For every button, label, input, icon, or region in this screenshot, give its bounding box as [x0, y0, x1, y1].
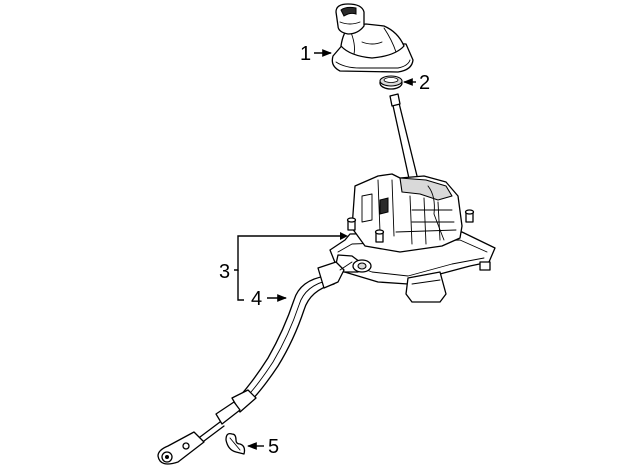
- svg-text:1: 1: [300, 43, 311, 65]
- shifter-assembly-part[interactable]: [329, 93, 496, 303]
- callout-3: 3: [219, 232, 348, 301]
- bushing-ring-part[interactable]: [379, 75, 403, 90]
- callout-1: 1: [300, 43, 332, 65]
- svg-text:3: 3: [219, 261, 230, 283]
- shift-knob-boot-part[interactable]: [331, 3, 414, 73]
- svg-text:5: 5: [268, 436, 279, 458]
- callout-2: 2: [403, 72, 430, 94]
- svg-text:4: 4: [251, 288, 262, 310]
- callout-4: 4: [251, 288, 287, 310]
- shift-cable-part[interactable]: [157, 261, 353, 465]
- callout-5: 5: [247, 436, 279, 458]
- svg-text:2: 2: [419, 72, 430, 94]
- retaining-clip-part[interactable]: [225, 432, 246, 455]
